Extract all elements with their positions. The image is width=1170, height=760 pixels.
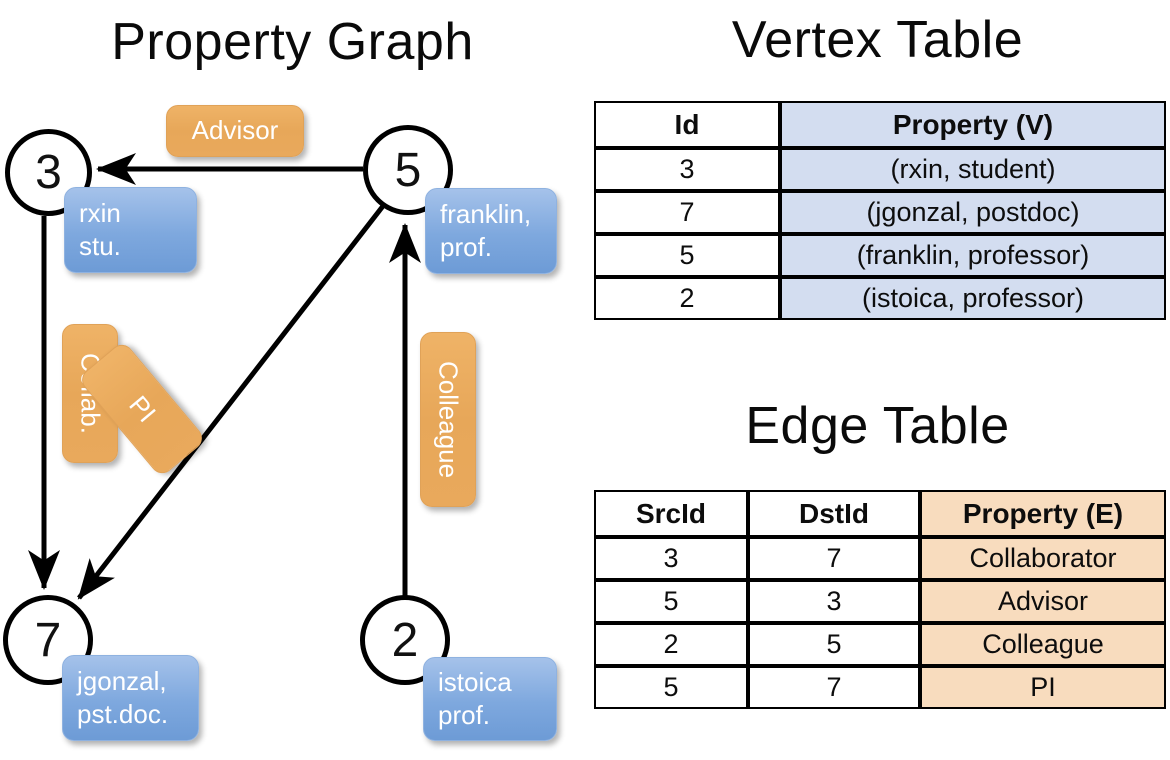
graph-node-2[interactable]: 2 xyxy=(360,595,450,685)
edge-label-box-colleague: Colleague xyxy=(420,332,476,507)
edge-srcid-cell: 5 xyxy=(594,666,748,709)
node-property-line: franklin, xyxy=(440,198,532,229)
table-row: 5 (franklin, professor) xyxy=(594,234,1166,277)
node-property-box-rxin: rxin stu. xyxy=(64,187,197,273)
vertex-id-cell: 3 xyxy=(594,148,780,191)
edge-label-text: Advisor xyxy=(191,115,279,146)
property-graph-diagram: 3 5 7 2 rxin stu. franklin, prof. jgonza… xyxy=(3,105,557,741)
vertex-property-cell: (rxin, student) xyxy=(780,148,1166,191)
table-row: 5 3 Advisor xyxy=(594,580,1166,623)
table-row: 3 7 Collaborator xyxy=(594,537,1166,580)
edge-dstid-cell: 7 xyxy=(748,666,920,709)
table-row: 3 (rxin, student) xyxy=(594,148,1166,191)
table-row: 2 5 Colleague xyxy=(594,623,1166,666)
node-property-line: istoica xyxy=(438,666,512,697)
vertex-id-cell: 7 xyxy=(594,191,780,234)
vertex-table-header-id: Id xyxy=(594,101,780,148)
edge-property-cell: Collaborator xyxy=(920,537,1166,580)
table-header-row: SrcId DstId Property (E) xyxy=(594,490,1166,537)
edge-property-cell: Advisor xyxy=(920,580,1166,623)
edge-table: SrcId DstId Property (E) 3 7 Collaborato… xyxy=(594,490,1166,709)
edge-property-cell: PI xyxy=(920,666,1166,709)
table-row: 7 (jgonzal, postdoc) xyxy=(594,191,1166,234)
page-title-edge-table: Edge Table xyxy=(745,397,1010,455)
graph-node-3-label: 3 xyxy=(35,146,62,199)
graph-node-5[interactable]: 5 xyxy=(363,125,453,215)
edge-table-header-dstid: DstId xyxy=(748,490,920,537)
node-property-line: prof. xyxy=(440,232,493,262)
page-title-vertex-table: Vertex Table xyxy=(731,11,1024,69)
edge-srcid-cell: 3 xyxy=(594,537,748,580)
edge-dstid-cell: 3 xyxy=(748,580,920,623)
edge-label-box-advisor: Advisor xyxy=(166,105,304,157)
table-row: 5 7 PI xyxy=(594,666,1166,709)
edge-srcid-cell: 2 xyxy=(594,623,748,666)
edge-property-cell: Colleague xyxy=(920,623,1166,666)
node-property-box-franklin: franklin, prof. xyxy=(425,188,557,274)
edge-dstid-cell: 5 xyxy=(748,623,920,666)
edge-5-to-7 xyxy=(77,204,385,600)
node-property-box-jgonzal: jgonzal, pst.doc. xyxy=(62,655,199,741)
node-property-line: stu. xyxy=(79,231,121,261)
vertex-table-header-property: Property (V) xyxy=(780,101,1166,148)
node-property-line: rxin xyxy=(79,197,121,228)
edge-dstid-cell: 7 xyxy=(748,537,920,580)
vertex-property-cell: (franklin, professor) xyxy=(780,234,1166,277)
node-property-line: prof. xyxy=(438,700,491,730)
node-property-box-istoica: istoica prof. xyxy=(423,657,557,741)
edge-table-header-srcid: SrcId xyxy=(594,490,748,537)
graph-edge-lines xyxy=(28,153,421,600)
vertex-property-cell: (jgonzal, postdoc) xyxy=(780,191,1166,234)
graph-node-5-label: 5 xyxy=(394,143,422,197)
node-property-line: pst.doc. xyxy=(77,699,169,729)
table-row: 2 (istoica, professor) xyxy=(594,277,1166,320)
graph-node-7-label: 7 xyxy=(34,613,62,667)
page-title-property-graph: Property Graph xyxy=(111,13,474,71)
edge-srcid-cell: 5 xyxy=(594,580,748,623)
vertex-id-cell: 2 xyxy=(594,277,780,320)
vertex-id-cell: 5 xyxy=(594,234,780,277)
graph-node-2-label: 2 xyxy=(391,613,419,667)
edge-label-text: Colleague xyxy=(433,360,464,479)
vertex-table: Id Property (V) 3 (rxin, student) 7 (jgo… xyxy=(594,101,1166,320)
table-header-row: Id Property (V) xyxy=(594,101,1166,148)
edge-table-header-property: Property (E) xyxy=(920,490,1166,537)
edge-label-text: PI xyxy=(123,389,162,428)
vertex-property-cell: (istoica, professor) xyxy=(780,277,1166,320)
node-property-line: jgonzal, xyxy=(77,665,167,696)
